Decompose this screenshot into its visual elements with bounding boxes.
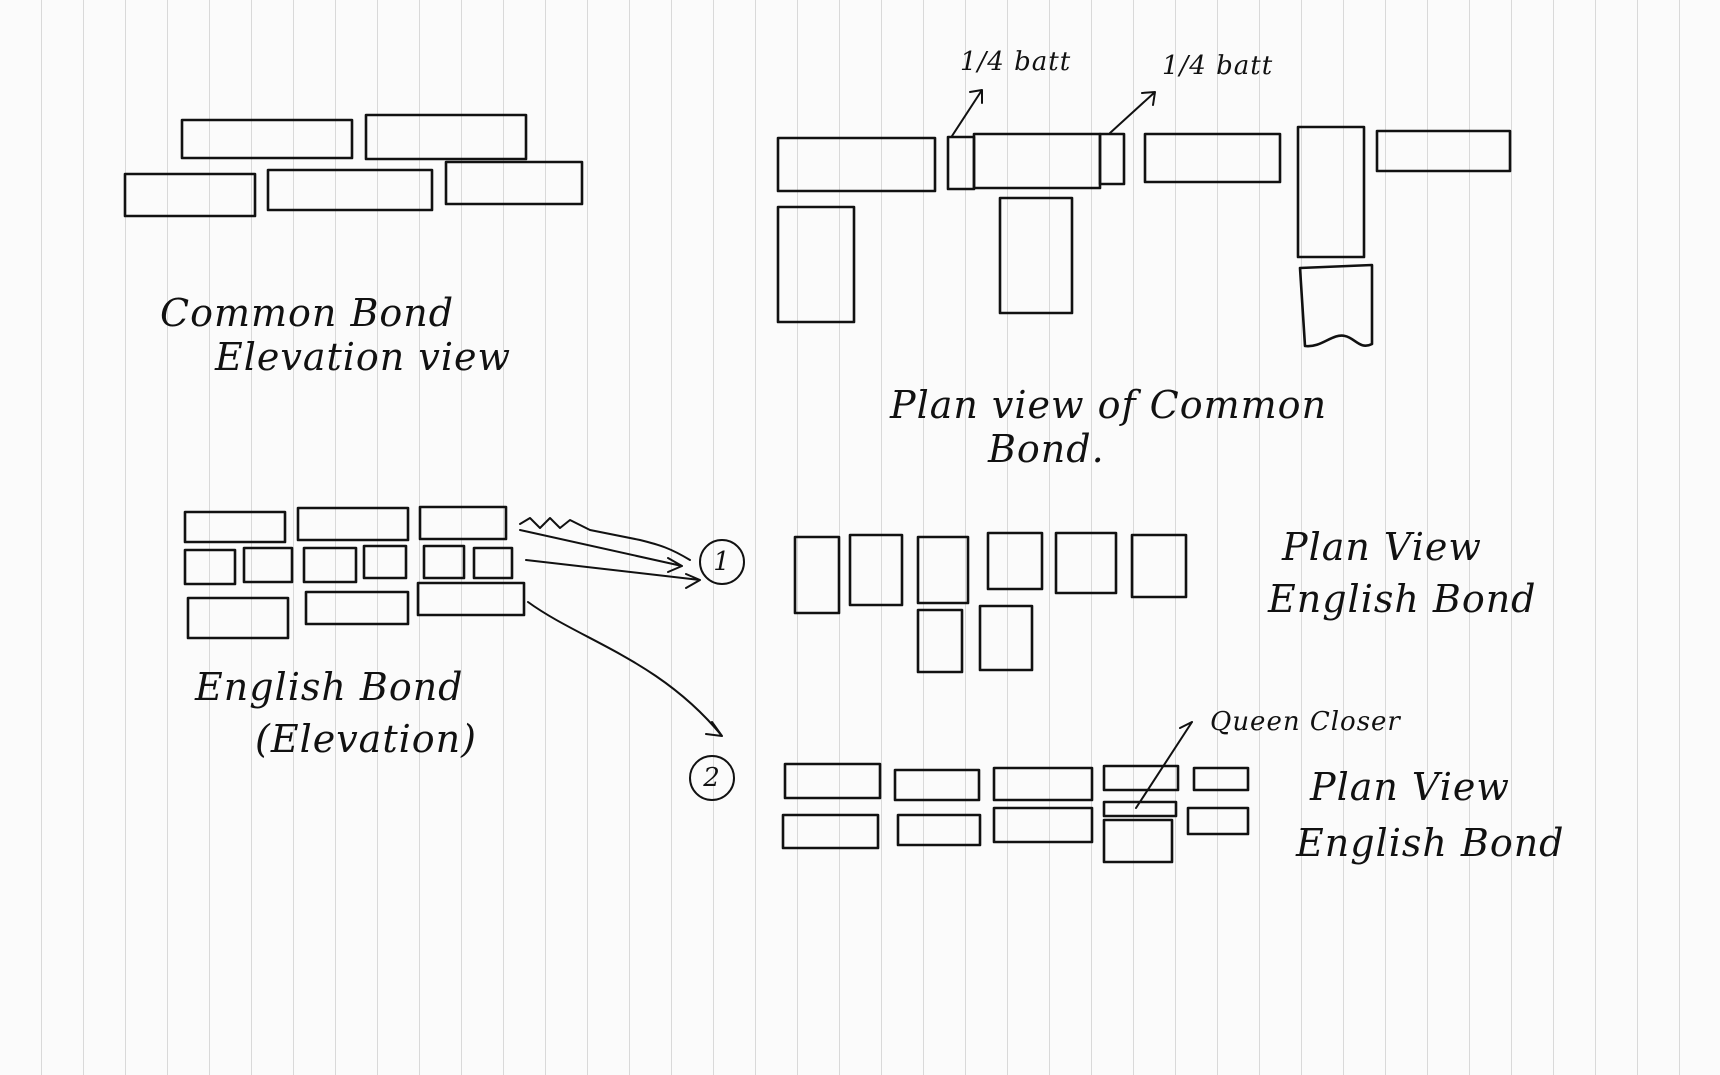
brick xyxy=(444,160,584,206)
common-bond-plan-subtitle: Bond. xyxy=(987,427,1105,471)
stretcher-brick xyxy=(186,596,290,640)
header-brick xyxy=(1054,531,1118,595)
queen-closer-label: Queen Closer xyxy=(1210,707,1401,737)
stretcher-brick xyxy=(893,768,981,802)
stretcher-brick xyxy=(992,766,1094,802)
arrow-to-plan-1b xyxy=(525,559,701,589)
brick xyxy=(266,168,434,212)
quarter-batt-brick xyxy=(946,135,976,191)
brick xyxy=(364,113,528,161)
brick xyxy=(972,132,1102,190)
english-bond-plan1-title: Plan View xyxy=(1281,525,1482,569)
marker-1-circle xyxy=(699,539,745,585)
marker-2-circle xyxy=(689,755,735,801)
stretcher-brick xyxy=(416,581,526,617)
marker-1: 1 xyxy=(699,539,745,585)
quarter-batt-brick xyxy=(1098,132,1126,186)
batt-label-left: 1/4 batt xyxy=(960,47,1071,77)
english-bond-plan-headers-sketch xyxy=(793,531,1188,674)
header-brick xyxy=(998,196,1074,315)
brick xyxy=(123,172,257,218)
header-brick xyxy=(362,544,408,580)
arrow-to-plan-1a xyxy=(519,529,683,573)
common-bond-elevation-subtitle: Elevation view xyxy=(214,335,511,379)
common-bond-plan-sketch xyxy=(776,89,1512,348)
stretcher-brick xyxy=(1102,764,1180,792)
header-brick xyxy=(422,544,466,580)
header-brick xyxy=(916,535,970,605)
stretcher-brick xyxy=(896,813,982,847)
stretcher-brick xyxy=(992,806,1094,844)
stretcher-brick xyxy=(296,506,410,542)
header-brick xyxy=(183,548,237,586)
stretcher-brick xyxy=(1192,766,1250,792)
english-bond-elevation-title: English Bond xyxy=(194,665,464,709)
stretcher-brick xyxy=(304,590,410,626)
scribble-connector xyxy=(519,517,691,561)
header-brick xyxy=(978,604,1034,672)
marker-2-label: 2 xyxy=(702,763,721,793)
stretcher-brick xyxy=(1186,806,1250,836)
common-bond-elevation-title: Common Bond xyxy=(160,291,454,335)
header-brick xyxy=(242,546,294,584)
common-bond-elevation-sketch xyxy=(123,113,584,218)
batt-arrow-left xyxy=(951,89,983,137)
brick xyxy=(776,136,937,193)
queen-closer-pointer xyxy=(1135,721,1193,809)
brick xyxy=(180,118,354,160)
header-brick xyxy=(302,546,358,584)
header-brick xyxy=(848,533,904,607)
header-brick xyxy=(793,535,841,615)
stretcher-brick xyxy=(418,505,508,541)
batt-label-right: 1/4 batt xyxy=(1162,51,1273,81)
header-brick xyxy=(1130,533,1188,599)
english-bond-elevation-sketch xyxy=(183,505,723,737)
english-bond-elevation-subtitle: (Elevation) xyxy=(255,717,477,761)
header-brick xyxy=(986,531,1044,591)
broken-header-brick xyxy=(1298,263,1374,348)
marker-1-label: 1 xyxy=(713,547,731,577)
header-brick xyxy=(472,546,514,580)
english-bond-plan-stretchers-sketch xyxy=(781,721,1250,864)
stretcher-brick xyxy=(781,813,880,850)
marker-2: 2 xyxy=(689,755,735,801)
common-bond-plan-title: Plan view of Common xyxy=(889,383,1327,427)
english-bond-plan2-subtitle: English Bond xyxy=(1295,821,1565,865)
arrow-to-plan-2 xyxy=(527,601,723,737)
stretcher-brick xyxy=(783,762,882,800)
english-bond-plan1-subtitle: English Bond xyxy=(1267,577,1537,621)
stretcher-brick xyxy=(1102,818,1174,864)
header-brick xyxy=(1296,125,1366,259)
header-brick xyxy=(916,608,964,674)
stretcher-brick xyxy=(183,510,287,544)
batt-arrow-right xyxy=(1109,91,1156,134)
english-bond-plan2-title: Plan View xyxy=(1309,765,1510,809)
brick xyxy=(1143,132,1282,184)
brick xyxy=(1375,129,1512,173)
header-brick xyxy=(776,205,856,324)
queen-closer-brick xyxy=(1102,800,1178,818)
